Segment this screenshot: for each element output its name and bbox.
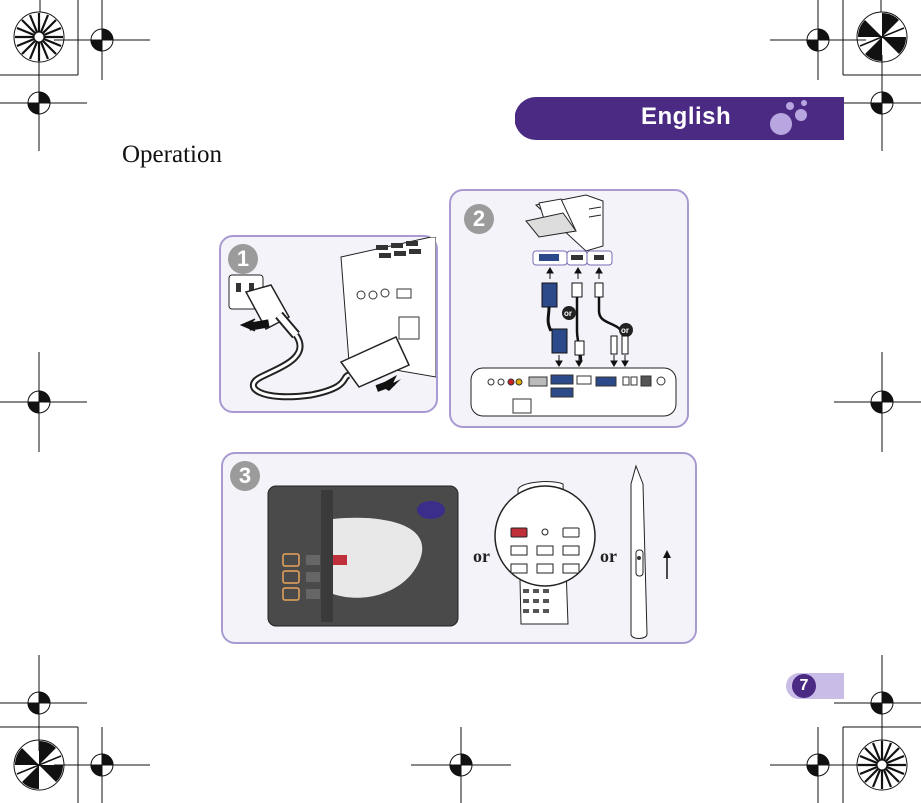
- svg-text:or: or: [621, 326, 629, 335]
- projector-top-panel: [268, 486, 458, 626]
- svg-text:or: or: [564, 309, 572, 318]
- page-title: Operation: [122, 141, 222, 169]
- corner-starburst-top-left: [14, 12, 64, 62]
- or-separator-2: or: [600, 546, 617, 567]
- corner-starburst-top-right: [857, 12, 907, 62]
- step-3-panel: 3: [221, 452, 697, 644]
- language-label: English: [641, 103, 731, 131]
- step-1-panel: 1: [219, 235, 438, 413]
- or-separator-1: or: [473, 546, 490, 567]
- step-2-panel: 2 or or: [449, 189, 689, 428]
- power-on-illustration: [223, 454, 695, 642]
- page-number-badge: 7: [784, 671, 844, 701]
- page-number: 7: [792, 674, 816, 698]
- interactive-pen: [631, 466, 671, 639]
- connection-diagram: or or: [451, 191, 687, 426]
- computer-icon: [526, 195, 603, 251]
- remote-control: [495, 482, 595, 624]
- language-tab: English: [515, 97, 844, 140]
- power-cord-illustration: [221, 237, 436, 411]
